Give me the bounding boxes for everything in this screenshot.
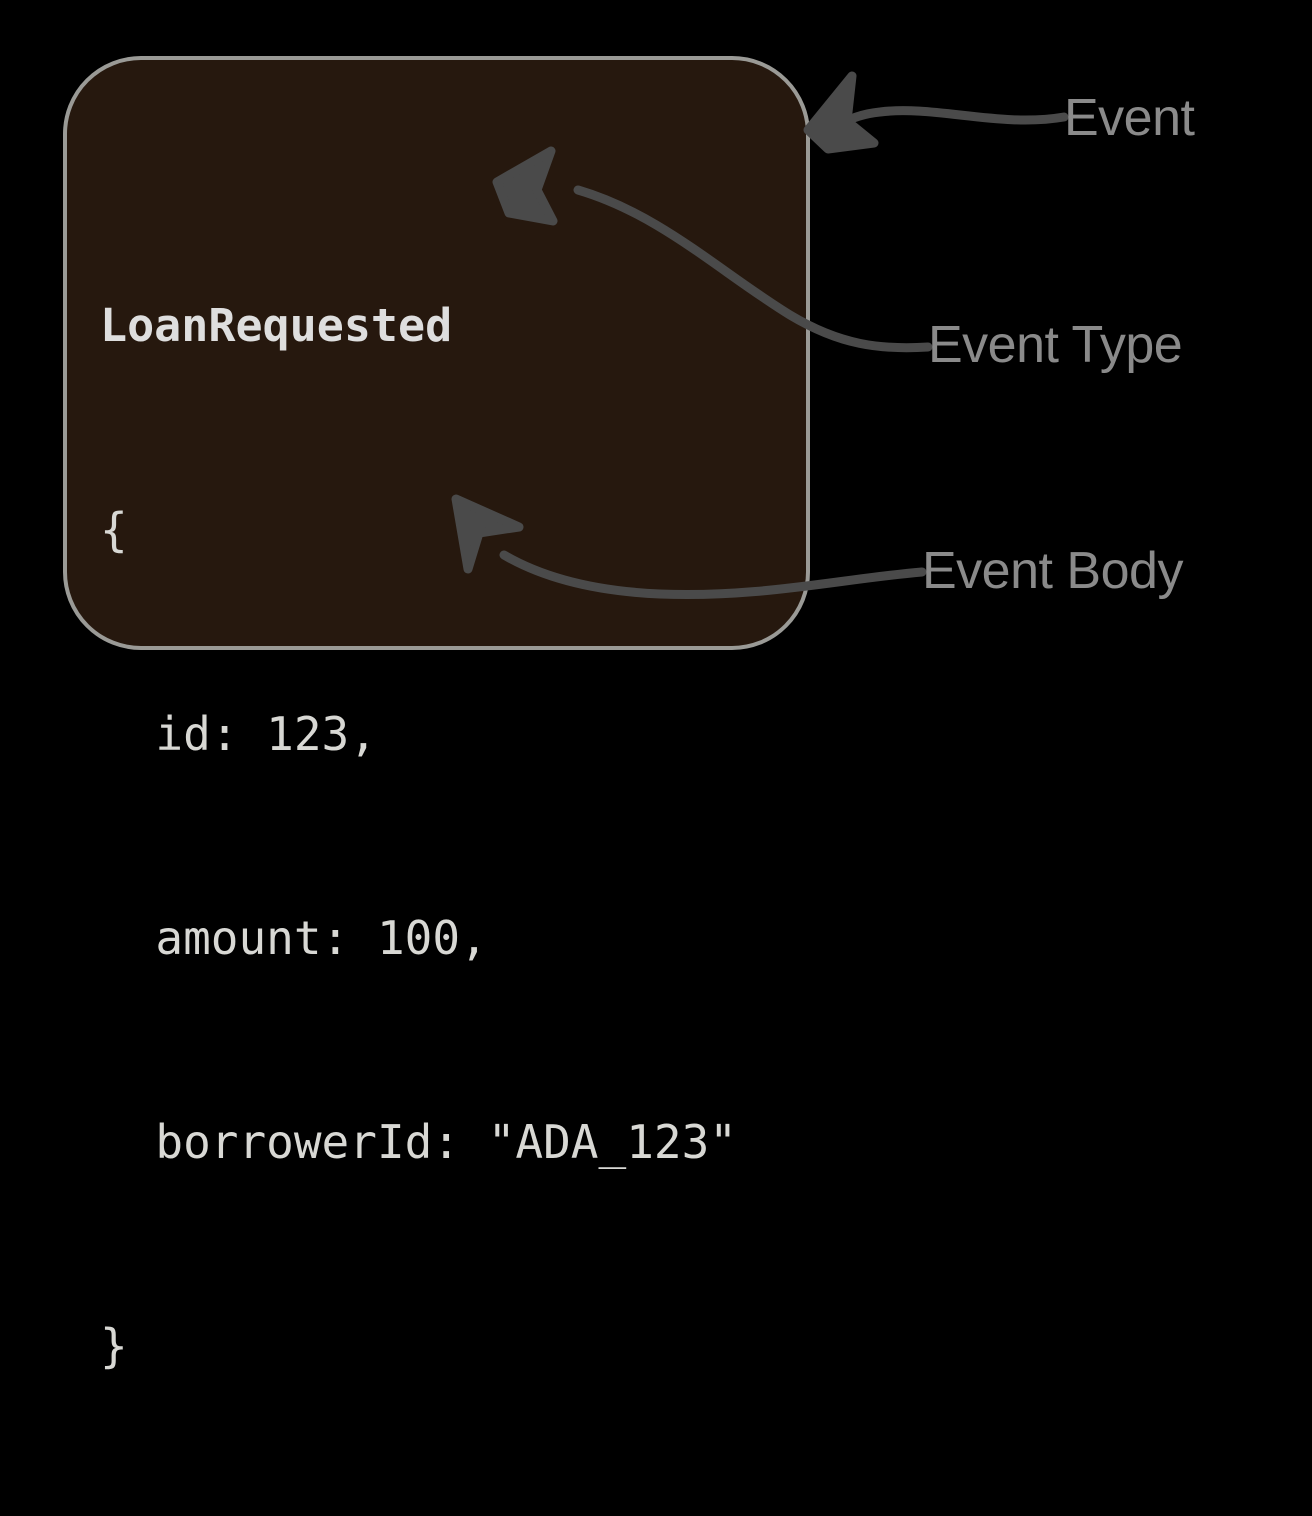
code-line-0: { [100,503,128,557]
code-line-3: borrowerId: "ADA_123" [100,1115,737,1169]
arrow-event-icon [803,71,1069,154]
code-line-1: id: 123, [100,707,377,761]
event-card: LoanRequested { id: 123, amount: 100, bo… [63,56,810,1373]
code-line-2: amount: 100, [100,911,488,965]
event-type-title: LoanRequested [100,299,453,352]
diagram-canvas: LoanRequested { id: 123, amount: 100, bo… [63,56,1195,1373]
event-card-text: LoanRequested { id: 123, amount: 100, bo… [100,156,800,1516]
annotation-label-event: Event [1064,89,1195,147]
annotation-label-event-body: Event Body [922,542,1183,600]
annotation-label-event-type: Event Type [928,316,1183,374]
code-line-4: } [100,1319,128,1373]
